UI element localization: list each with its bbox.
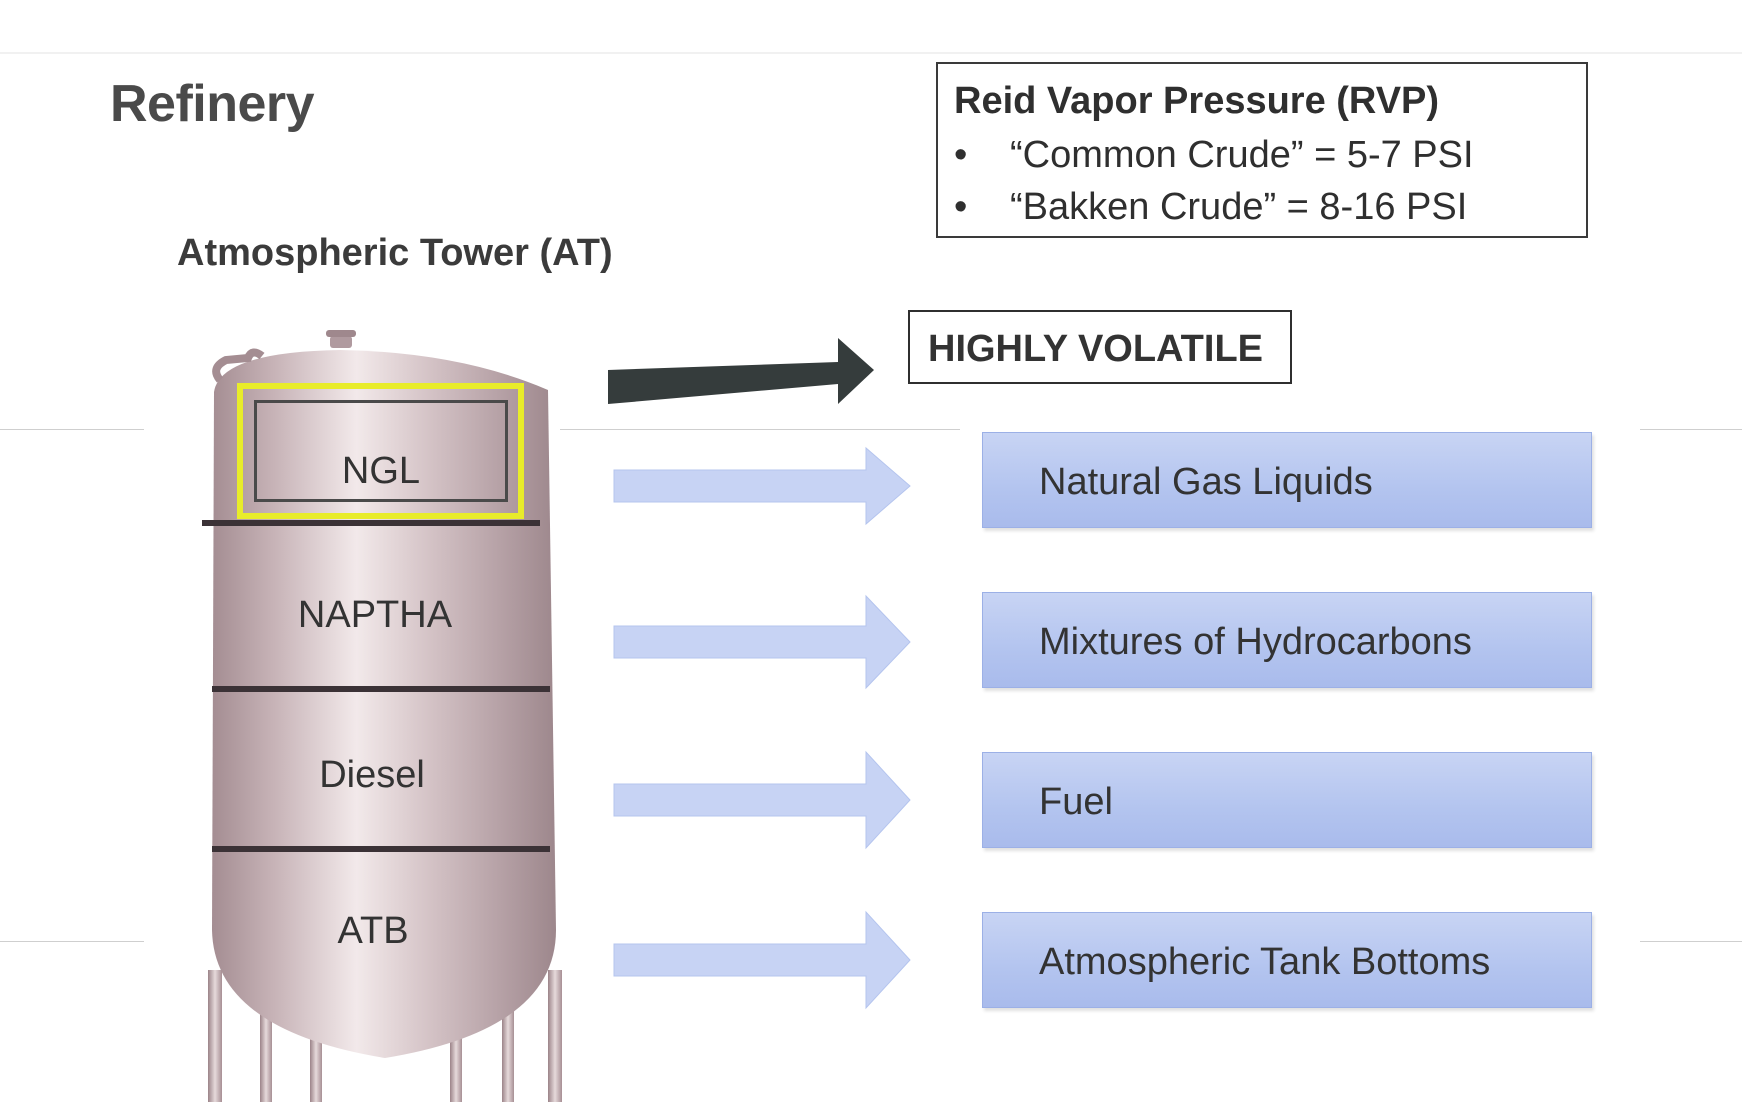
volatile-arrow-icon <box>608 338 874 404</box>
flow-arrow-icon <box>613 750 911 850</box>
output-box-mixtures-of-hydrocarbons: Mixtures of Hydrocarbons <box>982 592 1592 688</box>
output-box-atmospheric-tank-bottoms: Atmospheric Tank Bottoms <box>982 912 1592 1008</box>
output-box-fuel: Fuel <box>982 752 1592 848</box>
output-box-natural-gas-liquids: Natural Gas Liquids <box>982 432 1592 528</box>
output-label: Fuel <box>1039 781 1113 823</box>
rvp-item-common-crude: • “Common Crude” = 5-7 PSI <box>954 134 1474 177</box>
layer-label-naptha: NAPTHA <box>297 594 453 636</box>
rvp-item-text: “Common Crude” = 5-7 PSI <box>1010 134 1474 176</box>
highly-volatile-label: HIGHLY VOLATILE <box>928 328 1264 370</box>
layer-label-atb: ATB <box>337 910 409 952</box>
highly-volatile-box: HIGHLY VOLATILE <box>908 310 1292 384</box>
bullet-icon: • <box>954 134 968 176</box>
top-divider <box>0 52 1742 54</box>
output-label: Mixtures of Hydrocarbons <box>1039 621 1472 663</box>
rvp-item-text: “Bakken Crude” = 8-16 PSI <box>1010 186 1468 228</box>
output-label: Natural Gas Liquids <box>1039 461 1373 503</box>
scan-line-right-2 <box>1640 941 1742 942</box>
output-label: Atmospheric Tank Bottoms <box>1039 941 1491 983</box>
ngl-highlight-outer <box>237 383 524 519</box>
page-title: Refinery <box>110 75 315 133</box>
rvp-box: Reid Vapor Pressure (RVP) • “Common Crude… <box>936 62 1588 238</box>
rvp-title: Reid Vapor Pressure (RVP) <box>954 80 1440 122</box>
layer-label-ngl: NGL <box>341 450 421 492</box>
flow-arrow-icon <box>613 446 911 526</box>
scan-line-left <box>0 429 144 430</box>
flow-arrow-icon <box>613 910 911 1010</box>
atmospheric-tower-illustration <box>202 330 562 1102</box>
flow-arrow-icon <box>613 594 911 690</box>
ngl-highlight-inner <box>254 400 508 502</box>
scan-line-left-2 <box>0 941 144 942</box>
scan-line-right <box>1640 429 1742 430</box>
rvp-item-bakken-crude: • “Bakken Crude” = 8-16 PSI <box>954 186 1467 229</box>
bullet-icon: • <box>954 186 968 228</box>
layer-label-diesel: Diesel <box>319 754 425 796</box>
scan-line-middle <box>560 429 960 430</box>
tower-subtitle: Atmospheric Tower (AT) <box>177 232 613 274</box>
